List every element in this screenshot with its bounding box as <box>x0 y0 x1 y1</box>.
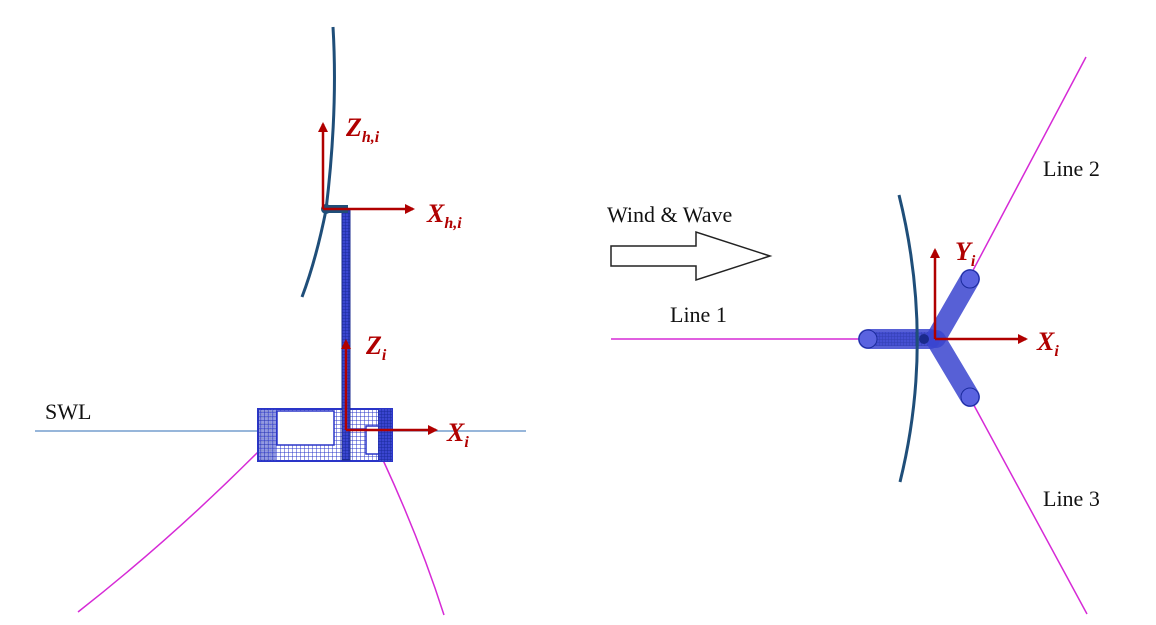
floating-platform-top <box>858 269 980 407</box>
mooring-line-2 <box>969 56 1087 277</box>
z-hub-axis-label: Zh,i <box>345 113 380 146</box>
x-hub-axis-label: Xh,i <box>426 199 462 232</box>
mooring-line-3 <box>969 397 1088 615</box>
rotor-blade-top <box>897 194 919 483</box>
floating-platform-side <box>257 408 393 462</box>
z-i-axis-label: Zi <box>365 331 387 364</box>
x-i-side-axis-label: Xi <box>446 418 469 451</box>
y-i-axis-label: Yi <box>955 237 976 270</box>
x-i-top-axis-label: Xi <box>1036 327 1059 360</box>
wind-wave-label: Wind & Wave <box>607 202 732 227</box>
side-view: SWL Zh,i Xh,i Zi Xi <box>35 26 526 616</box>
wind-wave-arrow <box>610 230 773 282</box>
line-2-label: Line 2 <box>1043 156 1100 181</box>
side-mooring-line-right <box>382 459 445 616</box>
swl-label: SWL <box>45 399 91 424</box>
line-1-label: Line 1 <box>670 302 727 327</box>
top-view: Line 1 Line 2 Line 3 Yi Xi <box>611 56 1100 615</box>
line-3-label: Line 3 <box>1043 486 1100 511</box>
rotor-blade-side <box>300 26 336 298</box>
side-mooring-line-left <box>77 451 259 613</box>
wind-wave-direction: Wind & Wave <box>607 202 773 282</box>
